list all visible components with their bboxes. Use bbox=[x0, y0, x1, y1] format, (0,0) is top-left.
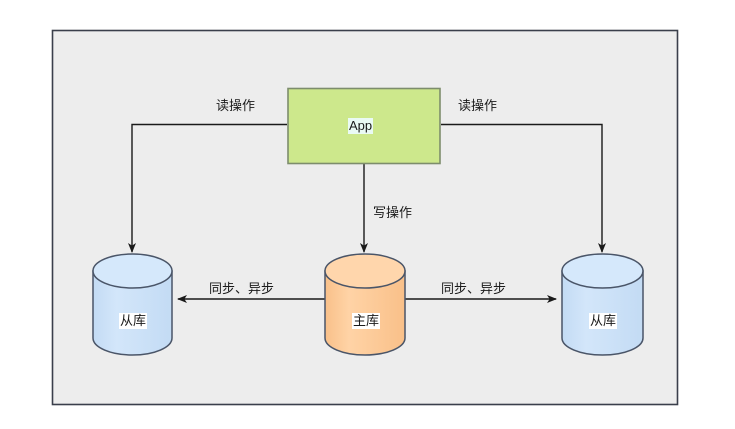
node-master[interactable] bbox=[324, 253, 406, 356]
edge-replicate-left-label: 同步、异步 bbox=[209, 281, 275, 296]
node-slave-right[interactable] bbox=[561, 253, 644, 356]
edge-replicate-right-label: 同步、异步 bbox=[441, 281, 507, 296]
edge-read-right-label: 读操作 bbox=[458, 98, 498, 113]
node-slave-right-label: 从库 bbox=[589, 313, 618, 329]
edge-read-left bbox=[128, 123, 287, 253]
node-app-label: App bbox=[348, 118, 374, 134]
edge-read-left-label: 读操作 bbox=[216, 98, 256, 113]
node-slave-left[interactable] bbox=[92, 253, 173, 356]
node-slave-left-label: 从库 bbox=[119, 313, 148, 329]
node-master-label: 主库 bbox=[352, 313, 381, 329]
edge-read-right bbox=[441, 123, 606, 253]
edge-write-label: 写操作 bbox=[373, 205, 413, 220]
